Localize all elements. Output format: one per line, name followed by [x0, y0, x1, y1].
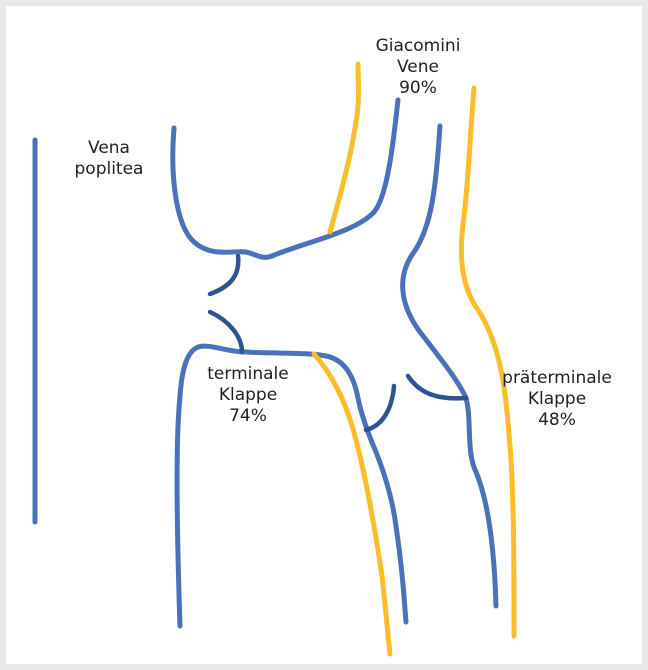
upper-popliteal-vein [173, 100, 398, 257]
diagram-frame: Vena poplitea Giacomini Vene 90% termina… [6, 6, 642, 664]
lower-saphenous-vein [314, 354, 390, 654]
label-giacomini-line2: Vene [366, 57, 470, 78]
label-vena-poplitea-line1: Vena [74, 138, 144, 159]
label-giacomini-line1: Giacomini [366, 36, 470, 57]
label-terminale: terminale Klappe 74% [200, 364, 296, 427]
right-s-vein [403, 126, 496, 606]
label-praeterminale-line1: präterminale [492, 368, 622, 389]
label-praeterminale: präterminale Klappe 48% [492, 368, 622, 431]
giacomini-vein [330, 64, 359, 232]
label-terminale-line1: terminale [200, 364, 296, 385]
vein-diagram [6, 6, 642, 664]
label-giacomini: Giacomini Vene 90% [366, 36, 470, 99]
right-saphenous-vein [461, 88, 514, 636]
label-terminale-line3: 74% [200, 406, 296, 427]
label-vena-poplitea-line2: poplitea [74, 159, 144, 180]
middle-valve [366, 386, 394, 430]
label-giacomini-line3: 90% [366, 78, 470, 99]
label-praeterminale-line3: 48% [492, 410, 622, 431]
upper-valve [210, 256, 238, 294]
label-vena-poplitea: Vena poplitea [74, 138, 144, 180]
label-terminale-line2: Klappe [200, 385, 296, 406]
label-praeterminale-line2: Klappe [492, 389, 622, 410]
